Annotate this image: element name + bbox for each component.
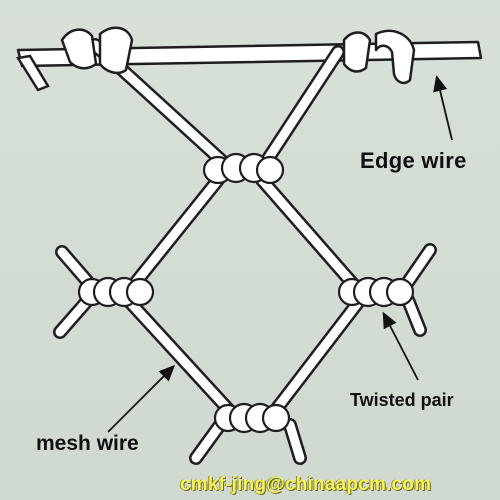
mesh-wire-label: mesh wire bbox=[36, 432, 139, 455]
twist-bottom bbox=[213, 402, 291, 434]
edge-wire-wraps bbox=[60, 26, 416, 85]
twisted-pair-label: Twisted pair bbox=[350, 390, 454, 410]
twisted-pair-arrow bbox=[382, 311, 419, 381]
mesh-wire-arrow bbox=[107, 364, 176, 433]
mesh-wires bbox=[53, 38, 437, 465]
contact-watermark: cmkf-jing@chinaapcm.com bbox=[180, 474, 432, 495]
twist-right bbox=[337, 276, 415, 308]
edge-wire-label: Edge wire bbox=[360, 148, 467, 173]
callout-arrows bbox=[107, 75, 453, 433]
twist-left bbox=[77, 276, 155, 308]
twist-top bbox=[202, 152, 285, 185]
edge-wire-arrow bbox=[433, 75, 453, 141]
